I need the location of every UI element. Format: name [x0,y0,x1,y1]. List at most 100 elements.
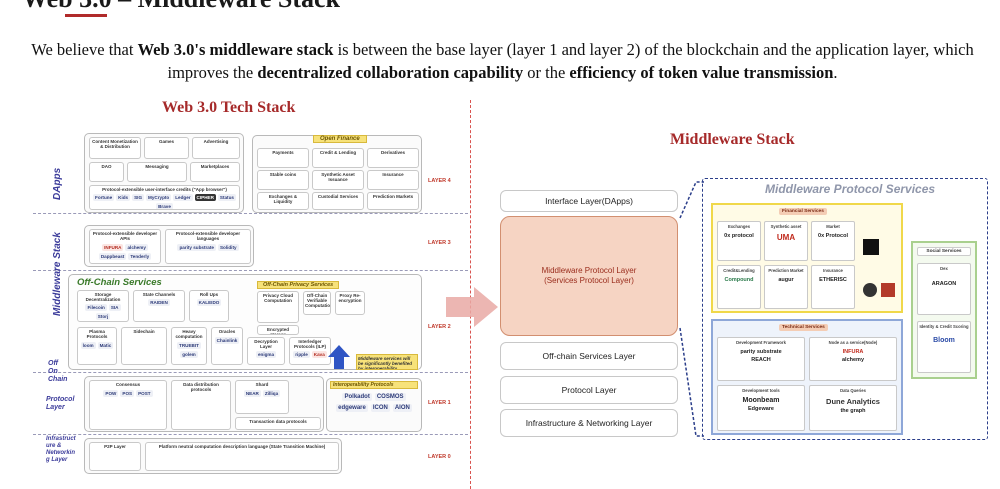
tile-label: Transaction data protocols [249,419,307,424]
logo: enigma [255,351,277,358]
layer-tag-3: LAYER 3 [428,240,451,246]
technical-services-head: Technical Services [779,324,828,331]
logo: edgeware [336,404,368,412]
card-title: Development Framework [736,340,786,345]
intro-text-2: is between the base layer (layer 1 and l… [167,40,974,82]
tile-label: Oracles [218,329,236,334]
finance-tile: Custodial Services [312,192,364,210]
protocol-block: Consensus POW POS POST Data distribution… [84,376,324,432]
intro-bold-2: decentralized collaboration capability [257,63,524,82]
card-title: Prediction Market [768,268,804,273]
card-brand: UMA [776,233,796,242]
layer-separator [33,213,468,214]
tile-label: Shard [255,382,269,387]
intro-bold-1: Web 3.0's middleware stack [137,40,334,59]
financial-services-head: Financial Services [779,208,827,215]
middleware-protocol-layer-box: Middleware Protocol Layer (Services Prot… [500,216,678,336]
dapps-tile: Advertising [192,137,240,159]
offchain-tile: Oracles Chainlink [211,327,243,365]
tile-label: DAO [101,164,112,169]
right-arrow-icon [446,287,498,327]
logo: INFURA [102,244,124,251]
finance-tile: Derivatives [367,148,419,168]
finance-tile: Prediction Markets [367,192,419,210]
card-title: Credit&Lending [723,268,755,273]
logo: SIA [108,304,121,311]
infrastructure-layer-box: Infrastructure & Networking Layer [500,409,678,437]
logo: ICON [370,404,390,412]
card-brand: Moonbeam [742,397,780,404]
tile-label: Exchanges & Liquidity [268,194,298,204]
middleware-stack-title: Middleware Stack [670,131,795,148]
logo: NEAR [243,390,261,397]
logo: KALEIDO [196,299,222,306]
tile-label: Custodial Services [317,194,359,199]
offchain-tile: Proxy Re-encryption [335,291,365,315]
card-title: Insurance [823,268,843,273]
layer-tag-1: LAYER 1 [428,400,451,406]
logo: CIPHER [194,194,216,201]
logo: COSMOS [374,393,406,401]
side-label-protocol: Protocol Layer [46,396,75,411]
dapps-tile: Messaging [127,162,187,182]
protocol-tile: Consensus POW POS POST [89,380,167,430]
offchain-logo-row: enigma [249,351,283,358]
protocol-tile: Data distribution protocols [171,380,231,430]
side-label-middleware: Middleware Stack [52,232,63,316]
dapps-tile: Marketplaces [190,162,240,182]
card-title: Synthetic asset [770,224,802,229]
offchain-services-layer-box: Off-chain Services Layer [500,342,678,370]
tile-label: Consensus [115,382,141,387]
tile-label: Off-Chain Verifiable Computation [305,293,331,308]
card-brand: INFURA [842,349,864,355]
page-title: Web 3.0 – Middleware Stack [22,0,340,14]
card-brand: ARAGON [931,281,957,287]
center-divider [470,100,471,489]
tile-label: Storage Decentralization [85,292,121,302]
tile-label: Stable coins [269,172,297,177]
logo: ripple [293,351,310,358]
card-extra: Edgeware [748,406,774,412]
middleware-logo-row: parity substrate Solidity [167,244,249,251]
services-title: Middleware Protocol Services [765,182,936,196]
intro-text-1: We believe that [31,40,138,59]
tile-label: Marketplaces [200,164,230,169]
side-label-infra: Infrastruct ure & Networkin g Layer [46,436,76,463]
social-services-head: Social Services [917,247,971,256]
card-title: Exchanges [727,224,751,229]
card-brand: ETHERISC [819,277,847,283]
finance-tile: Credit & Lending [312,148,364,168]
side-label-dapps: DApps [52,167,63,200]
card-title: Identity & Credit Scoring [919,324,969,329]
card-extra: alchemy [841,357,864,363]
tech-stack-title: Web 3.0 Tech Stack [162,99,296,116]
tile-label: Messaging [145,164,169,169]
logo: POS [120,390,135,397]
logo: Kids [116,194,131,201]
offchain-tile: Decryption Layer enigma [247,337,285,365]
finance-tile: Stable coins [257,170,309,190]
card-title: Dex [940,266,948,271]
tile-label: Protocol-extensible user-interface credi… [102,187,227,192]
logo: alchemy [125,244,148,251]
up-arrow-icon [328,345,350,357]
interface-layer-box: Interface Layer(DApps) [500,190,678,212]
open-finance-block: Open Finance Payments Credit & Lending D… [252,135,422,213]
offchain-tile: Privacy Cloud Computation [257,291,299,323]
offchain-block: Off-Chain Services Off-Chain Privacy Ser… [68,274,422,370]
tile-label: Derivatives [380,150,406,155]
tile-label: Interledger Protocols (ILP) [293,339,326,349]
dapps-tile: Content Monetization & Distribution [89,137,141,159]
tile-label: Advertising [203,139,229,144]
logo: POW [103,390,119,397]
logo: Tenderly [128,253,152,260]
